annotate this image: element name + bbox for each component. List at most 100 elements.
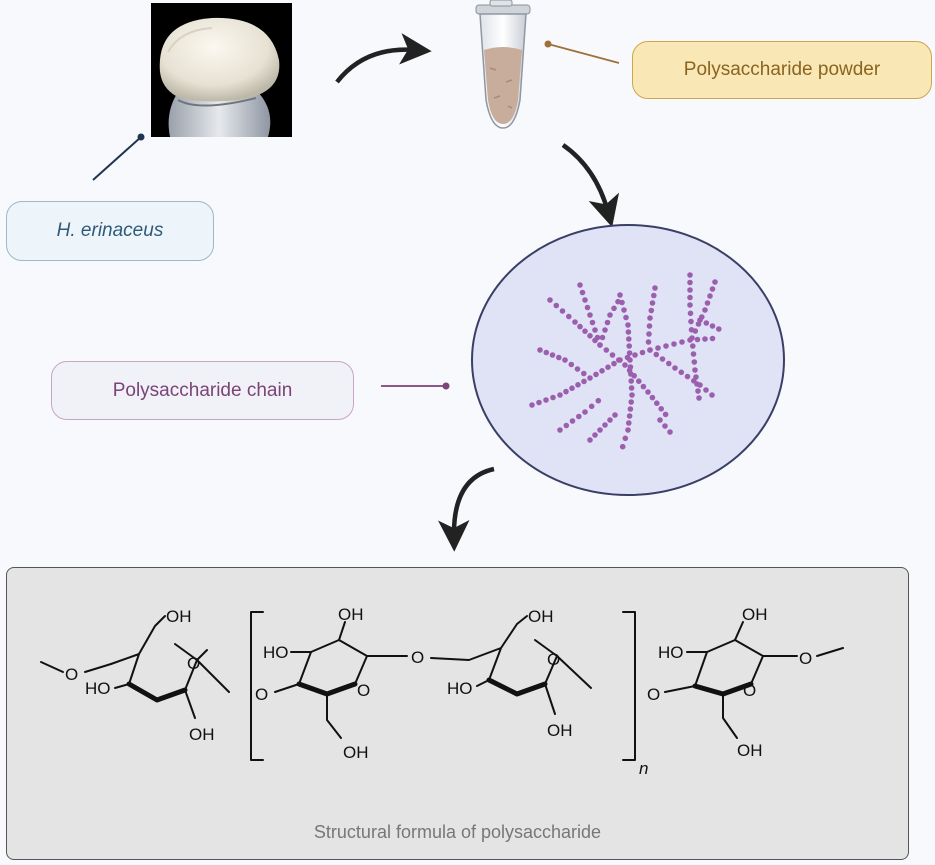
- chain-bead: [607, 417, 613, 423]
- chain-bead: [569, 385, 575, 392]
- chain-bead: [684, 373, 691, 380]
- chain-bead: [587, 333, 593, 339]
- chain-bead: [697, 382, 703, 388]
- atom-oh-2b: OH: [343, 743, 369, 762]
- chain-bead: [627, 406, 634, 412]
- chain-bead: [625, 322, 631, 328]
- chain-bead: [649, 394, 656, 401]
- chain-bead: [672, 365, 678, 371]
- chain-bead: [657, 417, 663, 423]
- chain-bead: [587, 437, 593, 443]
- atom-oh-3a: OH: [528, 607, 554, 626]
- chain-bead: [709, 323, 716, 329]
- mushroom-connector: [92, 136, 142, 181]
- chain-bead: [621, 307, 627, 313]
- chain-bead: [692, 367, 698, 373]
- atom-o-end: O: [799, 649, 812, 668]
- chain-bead: [563, 422, 570, 429]
- chain-bead: [622, 435, 629, 442]
- chain-bead: [627, 357, 633, 363]
- chain-bead: [658, 406, 664, 412]
- chain-bead: [626, 420, 632, 426]
- repeat-index-n: n: [639, 759, 648, 778]
- chain-bead: [529, 402, 535, 408]
- chain-bead: [587, 375, 593, 381]
- chain-bead: [587, 312, 593, 318]
- label-h-erinaceus: H. erinaceus: [6, 201, 214, 261]
- chain-bead: [666, 360, 672, 367]
- chain-bead: [553, 302, 560, 309]
- chain-bead: [543, 397, 549, 403]
- chain-bead: [572, 319, 578, 325]
- chain-bead: [652, 285, 658, 291]
- chain-bead: [604, 319, 611, 326]
- chain-bead: [649, 300, 656, 306]
- label-polysaccharide-powder: Polysaccharide powder: [632, 41, 932, 99]
- chain-bead: [648, 307, 655, 314]
- chain-bead: [597, 342, 603, 348]
- mushroom-connector-dot: [137, 133, 145, 141]
- formula-caption: Structural formula of polysaccharide: [313, 822, 602, 842]
- chain-bead: [536, 399, 542, 406]
- arrow-to-chain: [561, 143, 620, 228]
- chain-bead: [627, 364, 634, 370]
- chain-bead: [632, 352, 638, 358]
- chain-bead: [653, 351, 660, 358]
- chain-bead: [581, 370, 587, 377]
- chain-bead: [550, 394, 556, 401]
- chain-bead: [639, 349, 646, 356]
- chain-bead: [687, 279, 693, 286]
- chain-bead: [712, 279, 718, 285]
- chain-bead: [678, 369, 685, 376]
- chain-bead: [557, 427, 563, 433]
- sample-tube-icon: [475, 0, 531, 129]
- chain-bead: [716, 326, 722, 332]
- chain-bead: [559, 308, 566, 314]
- chain-bead: [612, 412, 618, 418]
- chain-bead: [537, 347, 543, 353]
- chain-bead: [603, 347, 610, 353]
- chain-bead: [647, 315, 653, 321]
- chain-bead: [597, 427, 603, 433]
- atom-ho-2: HO: [263, 643, 289, 662]
- chain-bead: [575, 382, 581, 388]
- chain-bead: [647, 347, 653, 353]
- chain-bead: [703, 387, 709, 393]
- chain-bead: [704, 300, 711, 306]
- atom-o-1: O: [65, 665, 78, 684]
- chain-bead: [671, 341, 677, 347]
- chain-bead: [611, 360, 617, 367]
- chain-bead: [562, 357, 568, 363]
- chain-bead: [599, 334, 606, 341]
- chain-bead: [566, 313, 572, 320]
- chain-bead: [619, 443, 626, 450]
- chain-bead: [645, 389, 651, 395]
- chain-bead: [689, 335, 695, 341]
- powder-connector-dot: [544, 40, 552, 48]
- label-polysaccharide-chain: Polysaccharide chain: [51, 361, 354, 420]
- chain-bead: [611, 305, 617, 312]
- chain-bead: [692, 328, 699, 334]
- atom-o-link-2: O: [411, 648, 424, 667]
- chain-bead: [628, 371, 634, 377]
- chain-bead: [593, 371, 599, 378]
- chain-bead: [667, 429, 673, 435]
- chain-bead: [679, 339, 685, 345]
- atom-oh-4b: OH: [737, 741, 763, 760]
- chain-bead: [690, 351, 697, 357]
- chain-bead: [687, 272, 693, 278]
- chain-bead: [609, 352, 616, 358]
- chain-bead: [646, 323, 653, 329]
- chain-bead: [569, 418, 576, 424]
- chain-bead: [568, 361, 575, 368]
- atom-o-ring-1: O: [187, 654, 200, 673]
- chain-bead: [626, 350, 633, 356]
- chain-bead: [556, 354, 562, 361]
- chain-bead: [651, 292, 657, 299]
- chain-bead: [691, 359, 698, 365]
- mushroom-photo: [151, 3, 292, 137]
- chain-bead: [696, 395, 702, 401]
- chain-bead: [640, 383, 647, 390]
- chain-connector-dot: [442, 382, 450, 390]
